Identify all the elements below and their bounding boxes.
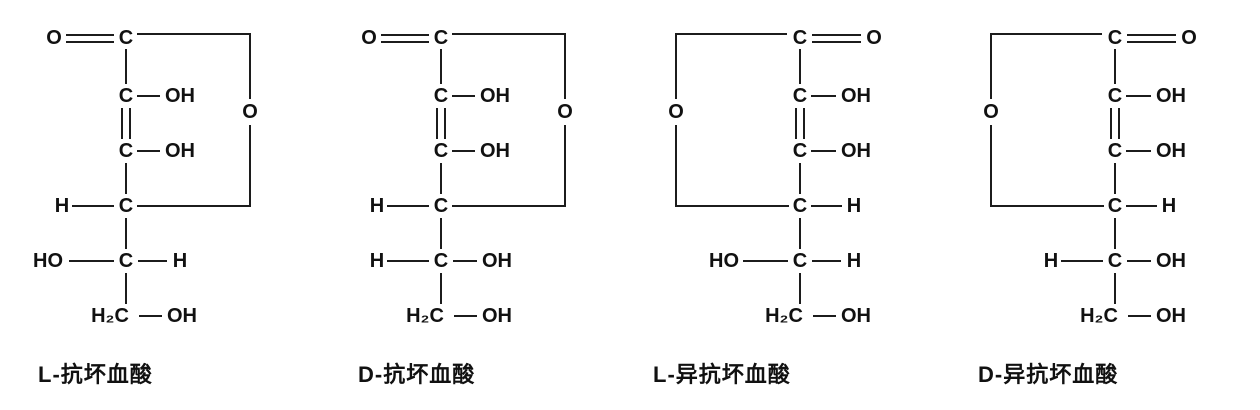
atom-label: C	[119, 85, 133, 107]
atom-label: OH	[1156, 305, 1186, 327]
atom-label: C	[1108, 195, 1122, 217]
bond-line	[137, 125, 251, 207]
atom-label: C	[793, 27, 807, 49]
atom-label: H	[1044, 250, 1058, 272]
atom-label: H₂C	[406, 305, 444, 327]
atom-label: HO	[709, 250, 739, 272]
molecule-label: D-抗坏血酸	[358, 362, 476, 387]
atom-label: C	[434, 140, 448, 162]
atom-label: O	[46, 27, 62, 49]
structure-panel-l-isoascorbic-acid: C O C OH C OH O C H HO C H H₂C OH L-异抗坏血酸	[640, 8, 940, 389]
atom-label: C	[1108, 140, 1122, 162]
atom-label: OH	[482, 305, 512, 327]
atom-label: H₂C	[91, 305, 129, 327]
atom-label: OH	[480, 140, 510, 162]
atom-label: H₂C	[1080, 305, 1118, 327]
atom-label: H	[1162, 195, 1176, 217]
atom-label: OH	[1156, 250, 1186, 272]
bond-line	[137, 33, 251, 99]
atom-label: OH	[841, 140, 871, 162]
atom-label: C	[434, 27, 448, 49]
bond-line	[675, 125, 789, 207]
atom-label: O	[866, 27, 882, 49]
atom-label: O	[668, 101, 684, 123]
bond-line	[990, 125, 1104, 207]
atom-label: C	[434, 250, 448, 272]
atom-label: C	[119, 195, 133, 217]
atom-label: C	[119, 27, 133, 49]
atom-label: OH	[480, 85, 510, 107]
atom-label: C	[434, 195, 448, 217]
atom-label: HO	[33, 250, 63, 272]
bond-line	[452, 33, 566, 99]
atom-label: H	[847, 250, 861, 272]
atom-label: C	[434, 85, 448, 107]
atom-label: OH	[167, 305, 197, 327]
atom-label: OH	[482, 250, 512, 272]
atom-label: OH	[841, 305, 871, 327]
atom-label: H	[370, 250, 384, 272]
atom-label: OH	[1156, 85, 1186, 107]
atom-label: H	[55, 195, 69, 217]
atom-label: O	[1181, 27, 1197, 49]
molecule-label: D-异抗坏血酸	[978, 362, 1119, 387]
bond-line	[675, 33, 787, 99]
atom-label: C	[1108, 85, 1122, 107]
molecule-structure-drawing-l-isoascorbic-acid: C O C OH C OH O C H HO C H H₂C OH	[668, 27, 882, 327]
atom-label: H	[847, 195, 861, 217]
atom-label: O	[983, 101, 999, 123]
atom-label: C	[793, 250, 807, 272]
molecule-label: L-抗坏血酸	[38, 362, 153, 387]
atom-label: OH	[165, 140, 195, 162]
atom-label: C	[793, 195, 807, 217]
atom-label: H	[370, 195, 384, 217]
molecule-structure-drawing-d-isoascorbic-acid: C O C OH C OH O C H H C OH H₂C OH	[983, 27, 1197, 327]
atom-label: H	[173, 250, 187, 272]
structure-panel-d-isoascorbic-acid: C O C OH C OH O C H H C OH H₂C OH D-异抗坏血酸	[955, 8, 1255, 389]
bond-line	[990, 33, 1102, 99]
atom-label: OH	[1156, 140, 1186, 162]
atom-label: OH	[841, 85, 871, 107]
atom-label: C	[119, 140, 133, 162]
atom-label: O	[242, 101, 258, 123]
atom-label: O	[361, 27, 377, 49]
atom-label: OH	[165, 85, 195, 107]
atom-label: H₂C	[765, 305, 803, 327]
atom-label: O	[557, 101, 573, 123]
atom-label: C	[1108, 27, 1122, 49]
atom-label: C	[1108, 250, 1122, 272]
atom-label: C	[793, 140, 807, 162]
atom-label: C	[119, 250, 133, 272]
atom-label: C	[793, 85, 807, 107]
molecule-label: L-异抗坏血酸	[653, 362, 791, 387]
bond-line	[452, 125, 566, 207]
